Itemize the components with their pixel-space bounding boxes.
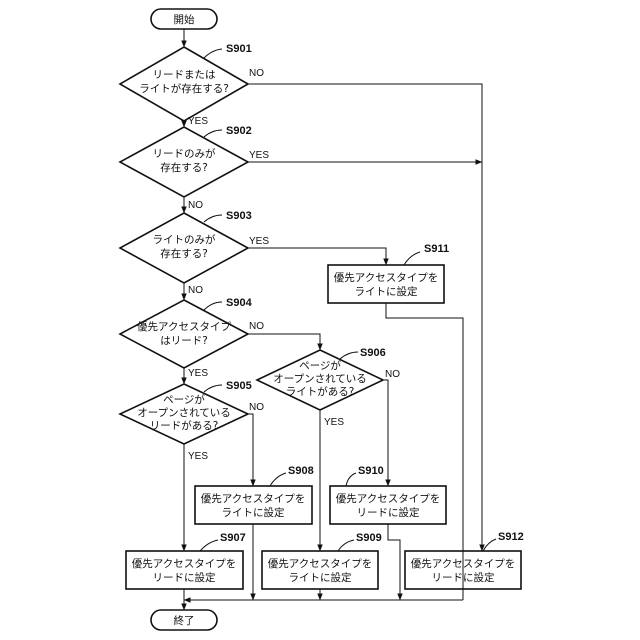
- s906-yes-label: YES: [324, 417, 344, 428]
- process-s907: 優先アクセスタイプを リードに設定: [126, 551, 243, 589]
- svg-text:リードに設定: リードに設定: [153, 571, 216, 584]
- process-s909: 優先アクセスタイプを ライトに設定: [262, 551, 378, 589]
- decision-s904: 優先アクセスタイプ はリード?: [120, 300, 248, 368]
- svg-text:ライトに設定: ライトに設定: [222, 506, 285, 519]
- svg-text:ライトのみが: ライトのみが: [153, 233, 216, 246]
- decision-s906: ページが オープンされている ライトがある?: [257, 350, 383, 410]
- s906-no-label: NO: [385, 369, 400, 380]
- svg-text:ライトがある?: ライトがある?: [286, 385, 355, 398]
- step-label-s906: S906: [360, 347, 386, 359]
- svg-text:優先アクセスタイプを: 優先アクセスタイプを: [334, 271, 438, 284]
- s904-yes-label: YES: [188, 368, 208, 379]
- decision-s902: リードのみが 存在する?: [120, 127, 248, 197]
- s903-no-label: NO: [188, 285, 203, 296]
- svg-text:オープンされている: オープンされている: [137, 407, 231, 419]
- svg-text:リードがある?: リードがある?: [150, 419, 219, 432]
- step-label-s904: S904: [226, 297, 253, 309]
- process-s911: 優先アクセスタイプを ライトに設定: [328, 265, 444, 303]
- step-label-s905: S905: [226, 380, 252, 392]
- svg-text:優先アクセスタイプを: 優先アクセスタイプを: [336, 492, 440, 505]
- start-terminal: 開始: [151, 9, 217, 29]
- s903-yes-label: YES: [249, 236, 269, 247]
- decision-s903: ライトのみが 存在する?: [120, 213, 248, 283]
- step-label-s912: S912: [498, 531, 524, 543]
- s902-yes-label: YES: [249, 150, 269, 161]
- svg-text:オープンされている: オープンされている: [273, 373, 367, 385]
- s902-no-label: NO: [188, 200, 203, 211]
- svg-text:存在する?: 存在する?: [160, 247, 208, 260]
- step-label-s903: S903: [226, 210, 252, 222]
- step-label-s911: S911: [424, 243, 449, 255]
- svg-text:リードのみが: リードのみが: [153, 147, 216, 160]
- s905-yes-label: YES: [188, 451, 208, 462]
- step-label-s910: S910: [358, 465, 384, 477]
- s905-no-label: NO: [249, 402, 264, 413]
- svg-text:ライトが存在する?: ライトが存在する?: [139, 82, 229, 95]
- step-label-s902: S902: [226, 125, 252, 137]
- svg-text:存在する?: 存在する?: [160, 161, 208, 174]
- process-s908: 優先アクセスタイプを ライトに設定: [195, 486, 312, 524]
- svg-text:優先アクセスタイプを: 優先アクセスタイプを: [201, 492, 305, 505]
- svg-text:ページが: ページが: [299, 359, 341, 372]
- svg-text:はリード?: はリード?: [160, 335, 208, 347]
- decision-s905: ページが オープンされている リードがある?: [120, 384, 248, 444]
- step-label-s907: S907: [220, 532, 246, 544]
- svg-text:ライトに設定: ライトに設定: [289, 571, 352, 584]
- step-label-s901: S901: [226, 43, 252, 55]
- step-label-s908: S908: [288, 465, 314, 477]
- svg-text:優先アクセスタイプを: 優先アクセスタイプを: [132, 557, 236, 570]
- svg-text:ページが: ページが: [163, 393, 205, 406]
- process-s910: 優先アクセスタイプを リードに設定: [330, 486, 446, 524]
- end-terminal: 終了: [151, 610, 217, 630]
- step-label-s909: S909: [356, 532, 382, 544]
- svg-text:ライトに設定: ライトに設定: [355, 285, 418, 298]
- s904-no-label: NO: [249, 321, 264, 332]
- svg-text:リードまたは: リードまたは: [153, 69, 216, 81]
- svg-text:終了: 終了: [174, 614, 195, 627]
- svg-text:優先アクセスタイプ: 優先アクセスタイプ: [137, 320, 231, 333]
- svg-text:リードに設定: リードに設定: [357, 506, 420, 519]
- svg-text:開始: 開始: [174, 13, 195, 26]
- s901-no-label: NO: [249, 68, 264, 79]
- s901-yes-label: YES: [188, 116, 208, 127]
- svg-text:優先アクセスタイプを: 優先アクセスタイプを: [268, 557, 372, 570]
- decision-s901: リードまたは ライトが存在する?: [120, 47, 248, 121]
